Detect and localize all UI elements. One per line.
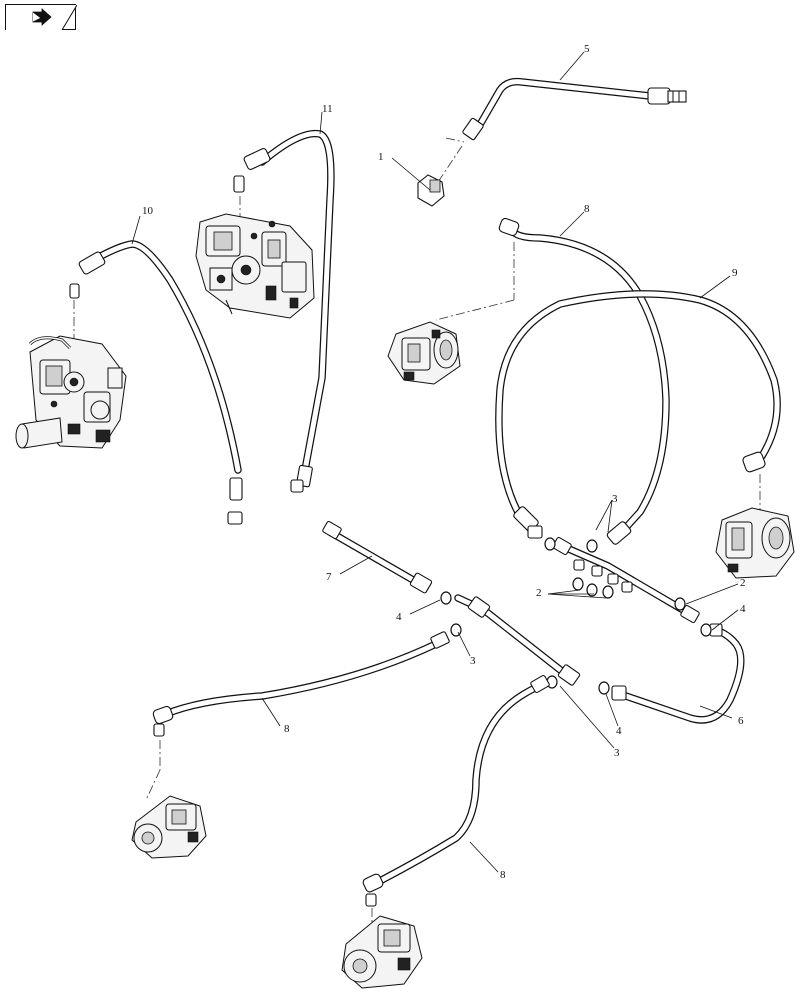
callout-5: 5 xyxy=(584,43,590,55)
hydraulic-motor-upper xyxy=(387,321,461,385)
callout-4-right: 4 xyxy=(740,603,746,615)
hydraulic-motor-right xyxy=(715,507,795,579)
callout-3-upper: 3 xyxy=(612,493,618,505)
callout-11: 11 xyxy=(322,103,333,115)
hydraulic-motor-bottom xyxy=(341,915,423,989)
callout-4-left: 4 xyxy=(396,611,402,623)
callout-8-left: 8 xyxy=(284,723,290,735)
callout-3-bottom: 3 xyxy=(614,747,620,759)
callout-3-middle: 3 xyxy=(470,655,476,667)
callout-2-right: 2 xyxy=(740,577,746,589)
hose-5 xyxy=(437,77,687,183)
leader-lines xyxy=(131,51,739,873)
manifold-tubes xyxy=(322,520,745,724)
control-valve-assembly xyxy=(195,213,315,319)
hydraulic-motor-left xyxy=(131,795,207,859)
pump-valve-assembly xyxy=(15,335,127,449)
hose-10 xyxy=(69,240,243,525)
callout-8-upper: 8 xyxy=(584,203,590,215)
callout-7: 7 xyxy=(326,571,332,583)
callout-4-bottom: 4 xyxy=(616,725,622,737)
hose-11 xyxy=(233,129,335,493)
arrow-right-icon xyxy=(6,4,78,31)
hose-8-upper xyxy=(435,217,670,545)
hose-9 xyxy=(495,290,781,539)
swivel-fitting-1 xyxy=(417,137,465,207)
callout-labels: 1 5 11 10 8 9 3 2 2 4 7 4 3 4 3 6 8 8 xyxy=(142,43,746,881)
callout-8-bottom: 8 xyxy=(500,869,506,881)
callout-10: 10 xyxy=(142,205,154,217)
hose-8-left xyxy=(145,631,450,801)
callout-9: 9 xyxy=(732,267,738,279)
o-rings xyxy=(440,537,712,695)
next-page-button[interactable] xyxy=(5,4,78,31)
callout-1: 1 xyxy=(378,151,384,163)
hose-8-bottom xyxy=(362,674,550,928)
callout-6: 6 xyxy=(738,715,744,727)
callout-2-left: 2 xyxy=(536,587,542,599)
